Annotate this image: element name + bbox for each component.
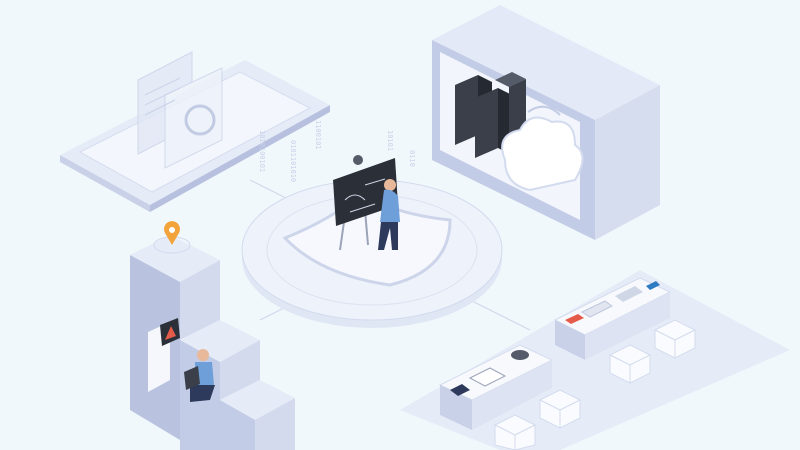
chart-icon — [148, 318, 180, 392]
svg-text:0110: 0110 — [408, 150, 416, 167]
svg-text:1100101: 1100101 — [314, 120, 322, 150]
stair-platform — [130, 221, 295, 450]
binary-rain: 1010100101 0101101010 1100101 10101 0110 — [258, 120, 416, 182]
seated-person — [184, 349, 215, 402]
document-platform — [60, 51, 330, 212]
svg-text:10101: 10101 — [386, 130, 394, 151]
svg-text:1010100101: 1010100101 — [258, 130, 266, 172]
cloud-icon — [501, 105, 584, 192]
server-cloud-box — [432, 5, 660, 240]
desk-items — [450, 281, 660, 396]
laptop-icon — [184, 366, 200, 390]
cubes — [493, 319, 697, 450]
table-platform — [400, 270, 790, 450]
presenter-person — [378, 179, 400, 250]
document-icon — [137, 51, 223, 169]
svg-text:0101101010: 0101101010 — [289, 140, 297, 182]
server-rack-icon — [455, 72, 526, 158]
location-pin-icon — [153, 221, 191, 254]
